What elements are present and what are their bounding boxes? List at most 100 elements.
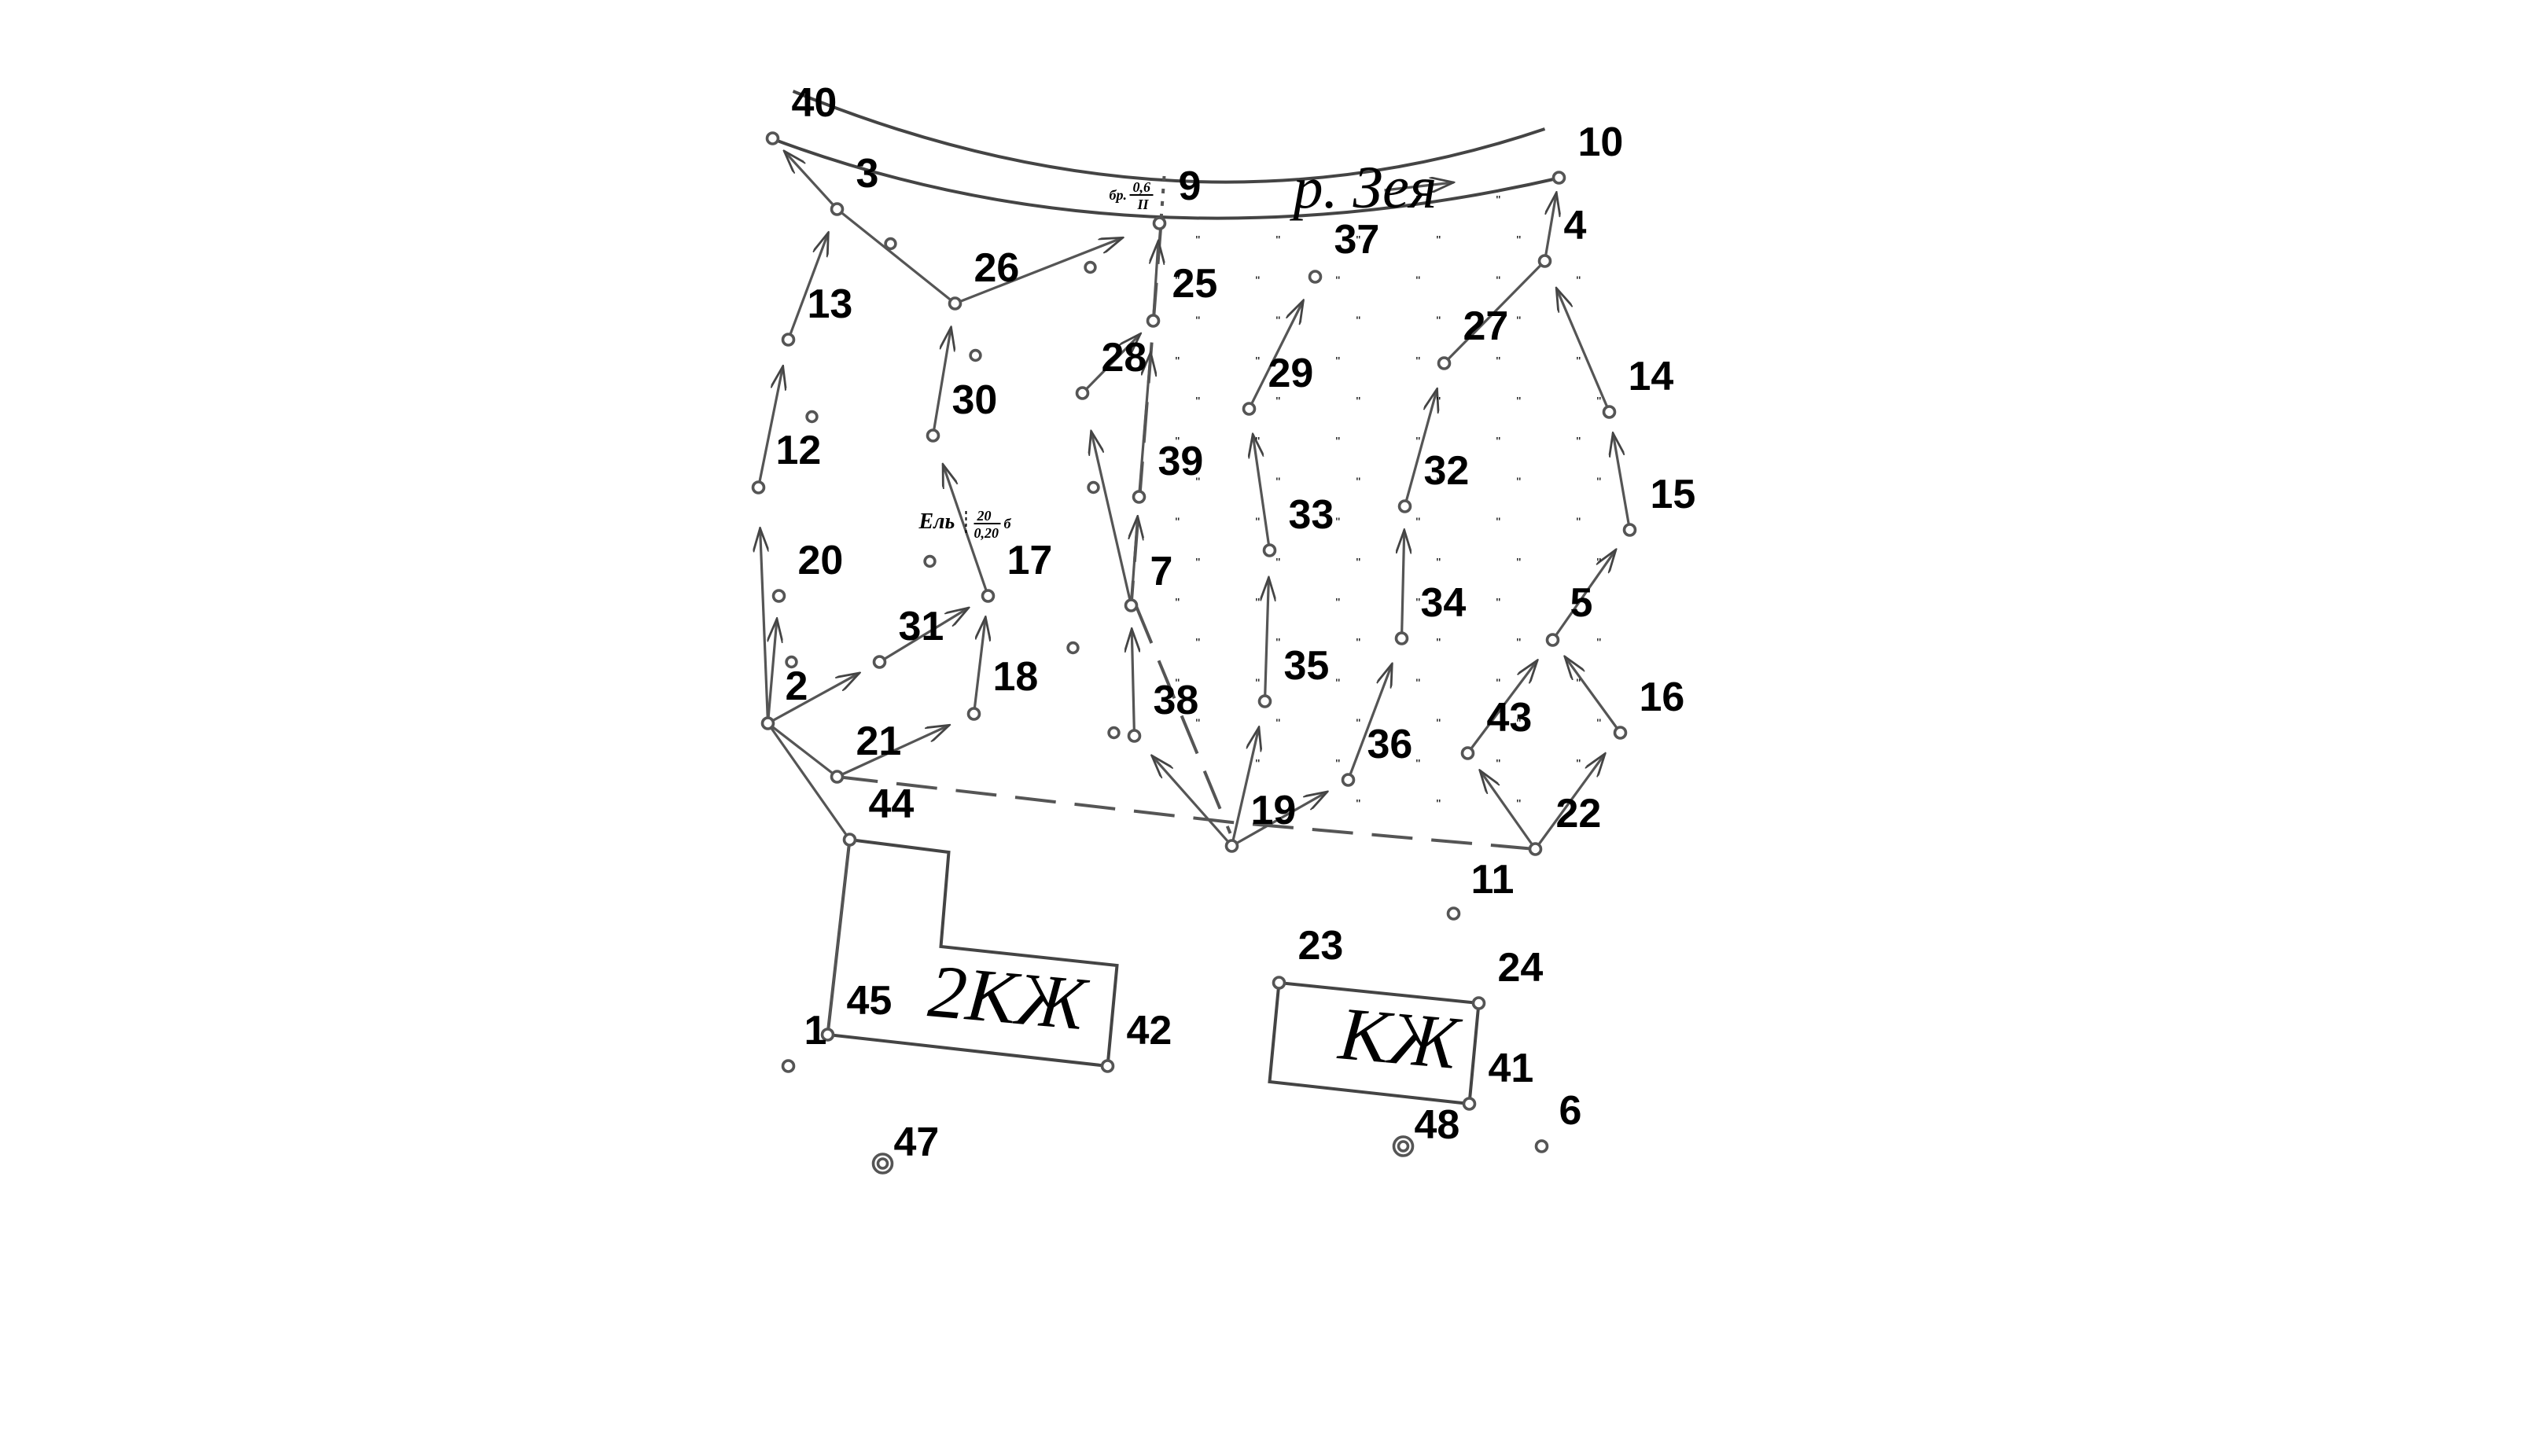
- meadow-symbol-86: ": [1517, 798, 1522, 811]
- meadow-symbol-20: ": [1336, 355, 1341, 369]
- meadow-symbol-6: ": [1517, 234, 1522, 248]
- meadow-symbol-55: ": [1256, 597, 1261, 610]
- point-label-47: 47: [894, 1120, 940, 1165]
- point-label-39: 39: [1158, 439, 1204, 484]
- meadow-symbol-2: ": [1196, 234, 1201, 248]
- traverse-lines: [759, 151, 1632, 1035]
- point-marker-7: [1124, 598, 1139, 612]
- meadow-symbol-30: ": [1176, 436, 1180, 449]
- point-label-16: 16: [1640, 675, 1685, 720]
- point-label-38: 38: [1154, 678, 1199, 723]
- meadow-symbol-39: ": [1437, 476, 1441, 489]
- meadow-symbol-8: ": [1256, 274, 1261, 288]
- meadow-symbol-81: ": [1496, 758, 1501, 771]
- meadow-symbol-26: ": [1356, 395, 1361, 409]
- river-name-label: р. Зея: [1290, 155, 1437, 221]
- point-label-24: 24: [1498, 945, 1544, 991]
- traverse-segment-4-10: [1543, 193, 1557, 262]
- point-label-44: 44: [869, 781, 915, 827]
- meadow-symbol-15: ": [1356, 315, 1361, 329]
- point-marker-21: [830, 770, 845, 784]
- traverse-segment-34-32: [1402, 530, 1404, 639]
- traverse-segment-2-44: [767, 722, 851, 840]
- traverse-segment-36-34: [1347, 664, 1393, 781]
- meadow-symbol-21: ": [1416, 355, 1421, 369]
- traverse-segment-15-14: [1613, 433, 1632, 531]
- point-marker-20: [771, 589, 786, 603]
- point-marker-27: [1437, 356, 1452, 370]
- point-marker-23: [1272, 976, 1286, 990]
- point-label-36: 36: [1367, 722, 1413, 767]
- ford-line: [1159, 175, 1166, 221]
- meadow-symbol-18: ": [1176, 355, 1180, 369]
- point-marker-13: [781, 333, 796, 347]
- traverse-segment-30-26: [931, 327, 951, 436]
- point-label-3: 3: [856, 151, 879, 197]
- point-marker-12: [751, 480, 766, 495]
- point-label-4: 4: [1564, 203, 1587, 248]
- point-label-35: 35: [1284, 643, 1330, 689]
- point-marker-29: [1242, 402, 1257, 416]
- meadow-symbol-73: ": [1276, 718, 1281, 731]
- traverse-segment-19-35: [1230, 727, 1259, 847]
- meadow-symbol-58: ": [1496, 597, 1501, 610]
- meadow-symbol-14: ": [1276, 315, 1281, 329]
- traverse-segment-2-20: [766, 619, 777, 724]
- meadow-symbol-50: ": [1356, 557, 1361, 570]
- meadow-symbol-57: ": [1416, 597, 1421, 610]
- point-label-23: 23: [1298, 923, 1344, 969]
- point-marker-37: [1308, 270, 1323, 284]
- point-marker-15: [1622, 523, 1637, 537]
- point-label-18: 18: [993, 654, 1039, 700]
- point-marker-34: [1394, 631, 1409, 645]
- point-label-20: 20: [798, 538, 844, 583]
- meadow-symbol-19: ": [1256, 355, 1261, 369]
- meadow-symbol-84: ": [1356, 798, 1361, 811]
- point-label-11: 11: [1471, 857, 1515, 903]
- meadow-symbol-7: ": [1176, 274, 1180, 288]
- point-marker-17: [981, 589, 996, 603]
- point-marker-38: [1127, 729, 1142, 743]
- point-label-13: 13: [808, 281, 853, 327]
- point-marker-32: [1397, 499, 1412, 513]
- tree-suffix: б: [1004, 516, 1012, 531]
- tree-diameter: 0,20: [974, 525, 999, 541]
- meadow-symbol-28: ": [1517, 395, 1522, 409]
- meadow-symbol-82: ": [1577, 758, 1581, 771]
- tree-label: Ель: [918, 509, 955, 534]
- meadow-symbol-68: ": [1336, 677, 1341, 690]
- meadow-symbol-37: ": [1276, 476, 1281, 489]
- traverse-segment-18-17: [972, 617, 986, 715]
- point-label-32: 32: [1424, 448, 1470, 494]
- point-marker-40: [765, 131, 780, 145]
- traverse-segment-2-31: [767, 673, 859, 725]
- point-marker-18: [966, 707, 981, 721]
- point-marker-2: [760, 716, 775, 730]
- meadow-symbol-31: ": [1256, 436, 1261, 449]
- point-marker-6: [1534, 1139, 1549, 1153]
- meadow-symbol-59: ": [1577, 597, 1581, 610]
- traverse-segment-44-45: [826, 839, 852, 1035]
- traverse-segment-33-29: [1253, 434, 1272, 551]
- traverse-segment-25-9: [1154, 241, 1159, 322]
- point-label-26: 26: [974, 245, 1020, 291]
- point-label-37: 37: [1334, 217, 1380, 263]
- meadow-symbol-29: ": [1597, 395, 1602, 409]
- point-marker-24: [1471, 996, 1486, 1010]
- shrub-marker-7: [1066, 641, 1080, 655]
- point-label-15: 15: [1651, 472, 1696, 517]
- meadow-symbol-25: ": [1276, 395, 1281, 409]
- tree-height: 20: [977, 508, 992, 524]
- point-label-45: 45: [847, 978, 893, 1024]
- traverse-segment-2-12: [760, 528, 770, 724]
- point-markers: [751, 131, 1637, 1175]
- meadow-symbol-3: ": [1276, 234, 1281, 248]
- point-marker-5: [1545, 633, 1560, 647]
- traverse-segment-28-25: [1081, 334, 1141, 395]
- point-marker-9: [1152, 216, 1167, 230]
- point-marker-16: [1613, 726, 1628, 740]
- traverse-segment-3-40: [784, 151, 838, 211]
- river-zeya: р. Зея бр. 0,6 II: [770, 90, 1561, 221]
- point-label-29: 29: [1268, 351, 1314, 396]
- meadow-symbol-71: ": [1577, 677, 1581, 690]
